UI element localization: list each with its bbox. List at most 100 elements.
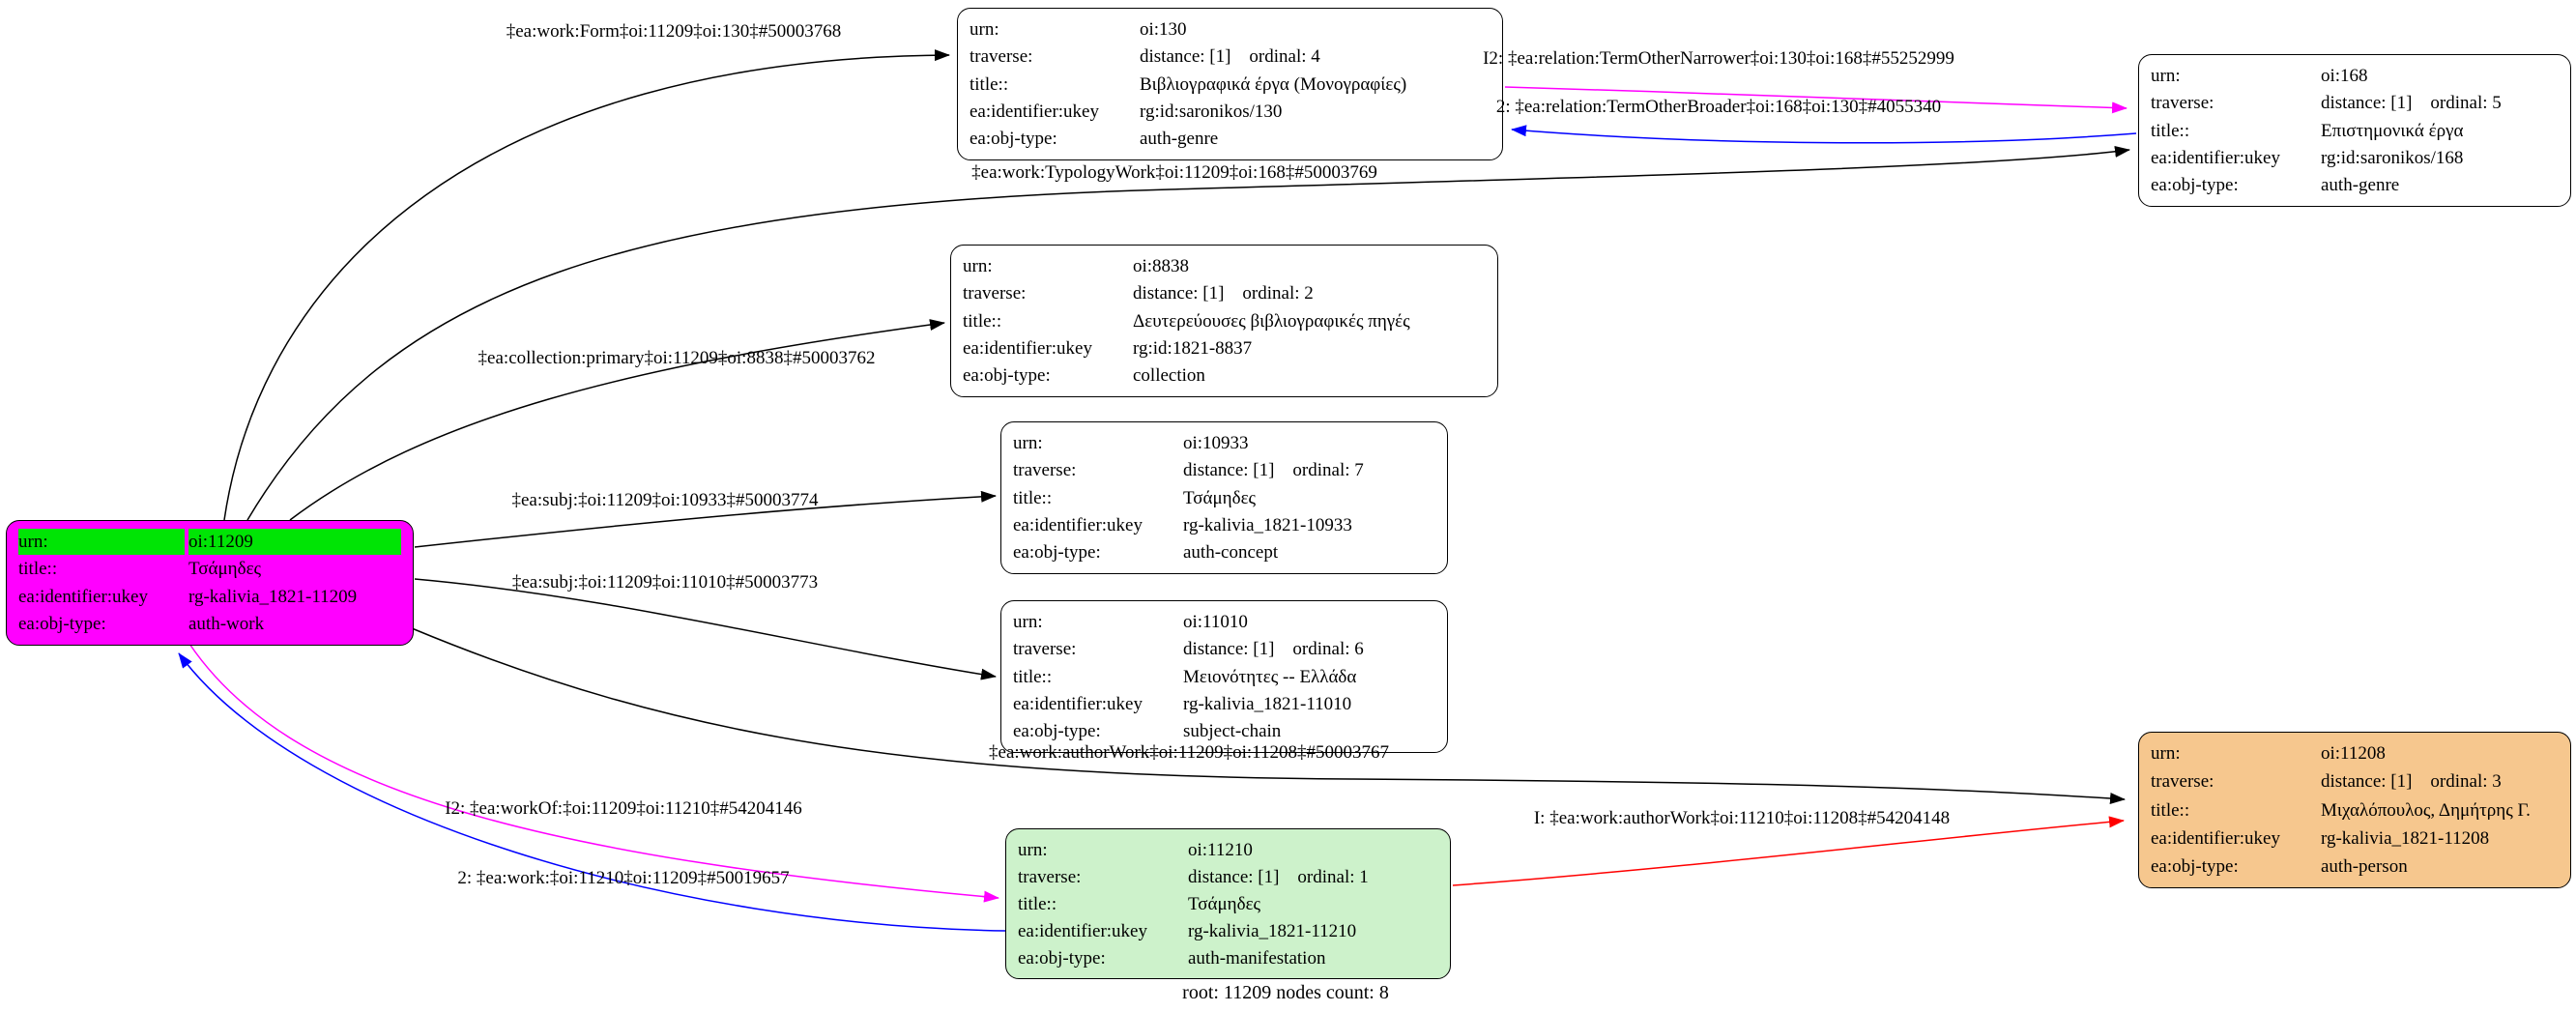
field-key: ea:obj-type:: [1013, 721, 1101, 742]
node-row: title::Μειονότητες -- Ελλάδα: [1013, 663, 1435, 690]
edge-subj-10933: [414, 490, 997, 548]
edge-author-work-11210: [1452, 816, 2125, 886]
field-value: Επιστημονικά έργα: [2321, 120, 2464, 141]
field-key: traverse:: [2151, 771, 2214, 793]
field-value: distance: [1] ordinal: 2: [1133, 283, 1314, 304]
edge-collection-primary: [289, 319, 945, 521]
field-key: title::: [970, 73, 1009, 95]
field-key: title::: [2151, 120, 2190, 141]
field-value: rg:id:saronikos/168: [2321, 147, 2464, 168]
field-key: urn:: [963, 255, 993, 276]
edge-label-subj-10933: ‡ea:subj:‡oi:11209‡oi:10933‡#50003774: [511, 490, 819, 510]
field-value: Μιχαλόπουλος, Δημήτρης Γ.: [2321, 799, 2531, 821]
field-key: title::: [1013, 487, 1053, 508]
node-row: ea:obj-type:subject-chain: [1013, 718, 1435, 745]
node-oi-10933[interactable]: urn:oi:10933 traverse:distance: [1] ordi…: [1000, 421, 1448, 574]
field-value: Μειονότητες -- Ελλάδα: [1183, 666, 1357, 687]
node-oi-130[interactable]: urn:oi:130 traverse:distance: [1] ordina…: [957, 8, 1503, 160]
field-key: ea:identifier:ukey: [2151, 147, 2280, 168]
field-key: ea:obj-type:: [1013, 542, 1101, 564]
node-row: urn:oi:130: [970, 15, 1491, 43]
edge-label-work-form: ‡ea:work:Form‡oi:11209‡oi:130‡#50003768: [506, 21, 842, 42]
field-value: oi:168: [2321, 65, 2368, 86]
field-value: Τσάμηδες: [1188, 893, 1261, 914]
graph-caption: root: 11209 nodes count: 8: [1182, 982, 1389, 1003]
field-key: title::: [1018, 893, 1057, 914]
field-key: ea:identifier:ukey: [2151, 827, 2280, 849]
field-value: auth-work: [188, 614, 265, 635]
field-key: ea:obj-type:: [2151, 855, 2239, 877]
field-key: urn:: [18, 528, 185, 555]
node-row: traverse:distance: [1] ordinal: 5: [2151, 89, 2559, 116]
node-oi-11210[interactable]: urn:oi:11210 traverse:distance: [1] ordi…: [1005, 828, 1451, 979]
node-row: urn:oi:10933: [1013, 429, 1435, 456]
field-key: ea:identifier:ukey: [970, 101, 1099, 122]
field-key: traverse:: [1013, 460, 1077, 481]
edge-label-typology-work: ‡ea:work:TypologyWork‡oi:11209‡oi:168‡#5…: [971, 162, 1377, 183]
edge-label-author-work-11209: ‡ea:work:authorWork‡oi:11209‡oi:11208‡#5…: [989, 742, 1389, 763]
edge-label-subj-11010: ‡ea:subj:‡oi:11209‡oi:11010‡#50003773: [511, 572, 819, 593]
node-row: title::Μιχαλόπουλος, Δημήτρης Γ.: [2151, 795, 2559, 824]
edge-work-of: [188, 643, 999, 903]
node-row: title::Τσάμηδες: [1018, 890, 1438, 917]
node-row: ea:obj-type:auth-person: [2151, 853, 2559, 881]
field-key: ea:identifier:ukey: [1013, 693, 1143, 714]
field-value: Δευτερεύουσες βιβλιογραφικές πηγές: [1133, 310, 1410, 332]
edge-relation-term-other-narrower: [1504, 86, 2127, 114]
field-key: ea:identifier:ukey: [1013, 514, 1143, 535]
field-key: traverse:: [963, 283, 1027, 304]
field-key: urn:: [2151, 65, 2181, 86]
node-row: ea:identifier:ukey rg-kalivia_1821-11209: [18, 583, 401, 611]
edge-label-work: 2: ‡ea:work:‡oi:11210‡oi:11209‡#50019657: [457, 868, 790, 888]
node-oi-11208[interactable]: urn:oi:11208 traverse:distance: [1] ordi…: [2138, 732, 2571, 888]
field-value: oi:8838: [1133, 255, 1190, 276]
node-row: ea:obj-type: auth-genre: [970, 126, 1491, 153]
edge-work-typology-work: [246, 145, 2130, 521]
field-value: oi:11010: [1183, 611, 1248, 632]
field-key: urn:: [1018, 839, 1048, 860]
field-value: Τσάμηδες: [188, 559, 262, 580]
field-key: urn:: [970, 18, 999, 40]
field-key: traverse:: [1013, 639, 1077, 660]
field-key: ea:obj-type:: [970, 129, 1057, 150]
field-value: oi:11210: [1188, 839, 1253, 860]
edge-label-author-work-11210: I: ‡ea:work:authorWork‡oi:11210‡oi:11208…: [1533, 808, 1951, 828]
field-value: auth-manifestation: [1188, 947, 1326, 969]
node-oi-8838[interactable]: urn: oi:8838 traverse: distance: [1] ordin…: [950, 245, 1498, 397]
node-oi-168[interactable]: urn: oi:168 traverse:distance: [1] ordina…: [2138, 54, 2571, 207]
field-value: collection: [1133, 365, 1205, 387]
edge-label-term-other-broader: 2: ‡ea:relation:TermOtherBroader‡oi:168‡…: [1495, 97, 1942, 117]
field-key: ea:identifier:ukey: [18, 586, 148, 607]
field-key: ea:obj-type:: [963, 365, 1051, 387]
field-key: ea:obj-type:: [2151, 175, 2239, 196]
field-key: title::: [18, 559, 58, 580]
node-row: traverse:distance: [1] ordinal: 3: [2151, 767, 2559, 795]
field-value: Τσάμηδες: [1183, 487, 1257, 508]
node-row: title::Βιβλιογραφικά έργα (Μονογραφίες): [970, 71, 1491, 98]
field-value: auth-genre: [1140, 129, 1219, 150]
field-value: distance: [1] ordinal: 4: [1140, 46, 1320, 68]
node-row: title::Επιστημονικά έργα: [2151, 117, 2559, 144]
field-value: auth-concept: [1183, 542, 1279, 564]
node-row: ea:obj-type:auth-genre: [2151, 172, 2559, 199]
node-oi-11010[interactable]: urn:oi:11010 traverse:distance: [1] ordi…: [1000, 600, 1448, 753]
edge-label-term-other-narrower: I2: ‡ea:relation:TermOtherNarrower‡oi:13…: [1483, 48, 1954, 69]
field-key: urn:: [1013, 432, 1043, 453]
node-row-urn-highlight: urn:oi:11209: [18, 528, 401, 556]
node-row: title::Τσάμηδες: [1013, 484, 1435, 511]
node-oi-11209-root[interactable]: urn:oi:11209 title::Τσάμηδες ea:identifi…: [6, 520, 414, 646]
field-value: oi:11208: [2321, 743, 2386, 765]
node-row: urn: oi:8838: [963, 252, 1486, 279]
field-value: distance: [1] ordinal: 5: [2321, 93, 2502, 114]
field-key: ea:identifier:ukey: [963, 337, 1092, 359]
edge-subj-11010: [414, 578, 997, 680]
field-value: rg-kalivia_1821-11209: [188, 586, 358, 607]
field-value: distance: [1] ordinal: 1: [1188, 866, 1369, 887]
field-value: distance: [1] ordinal: 6: [1183, 639, 1364, 660]
